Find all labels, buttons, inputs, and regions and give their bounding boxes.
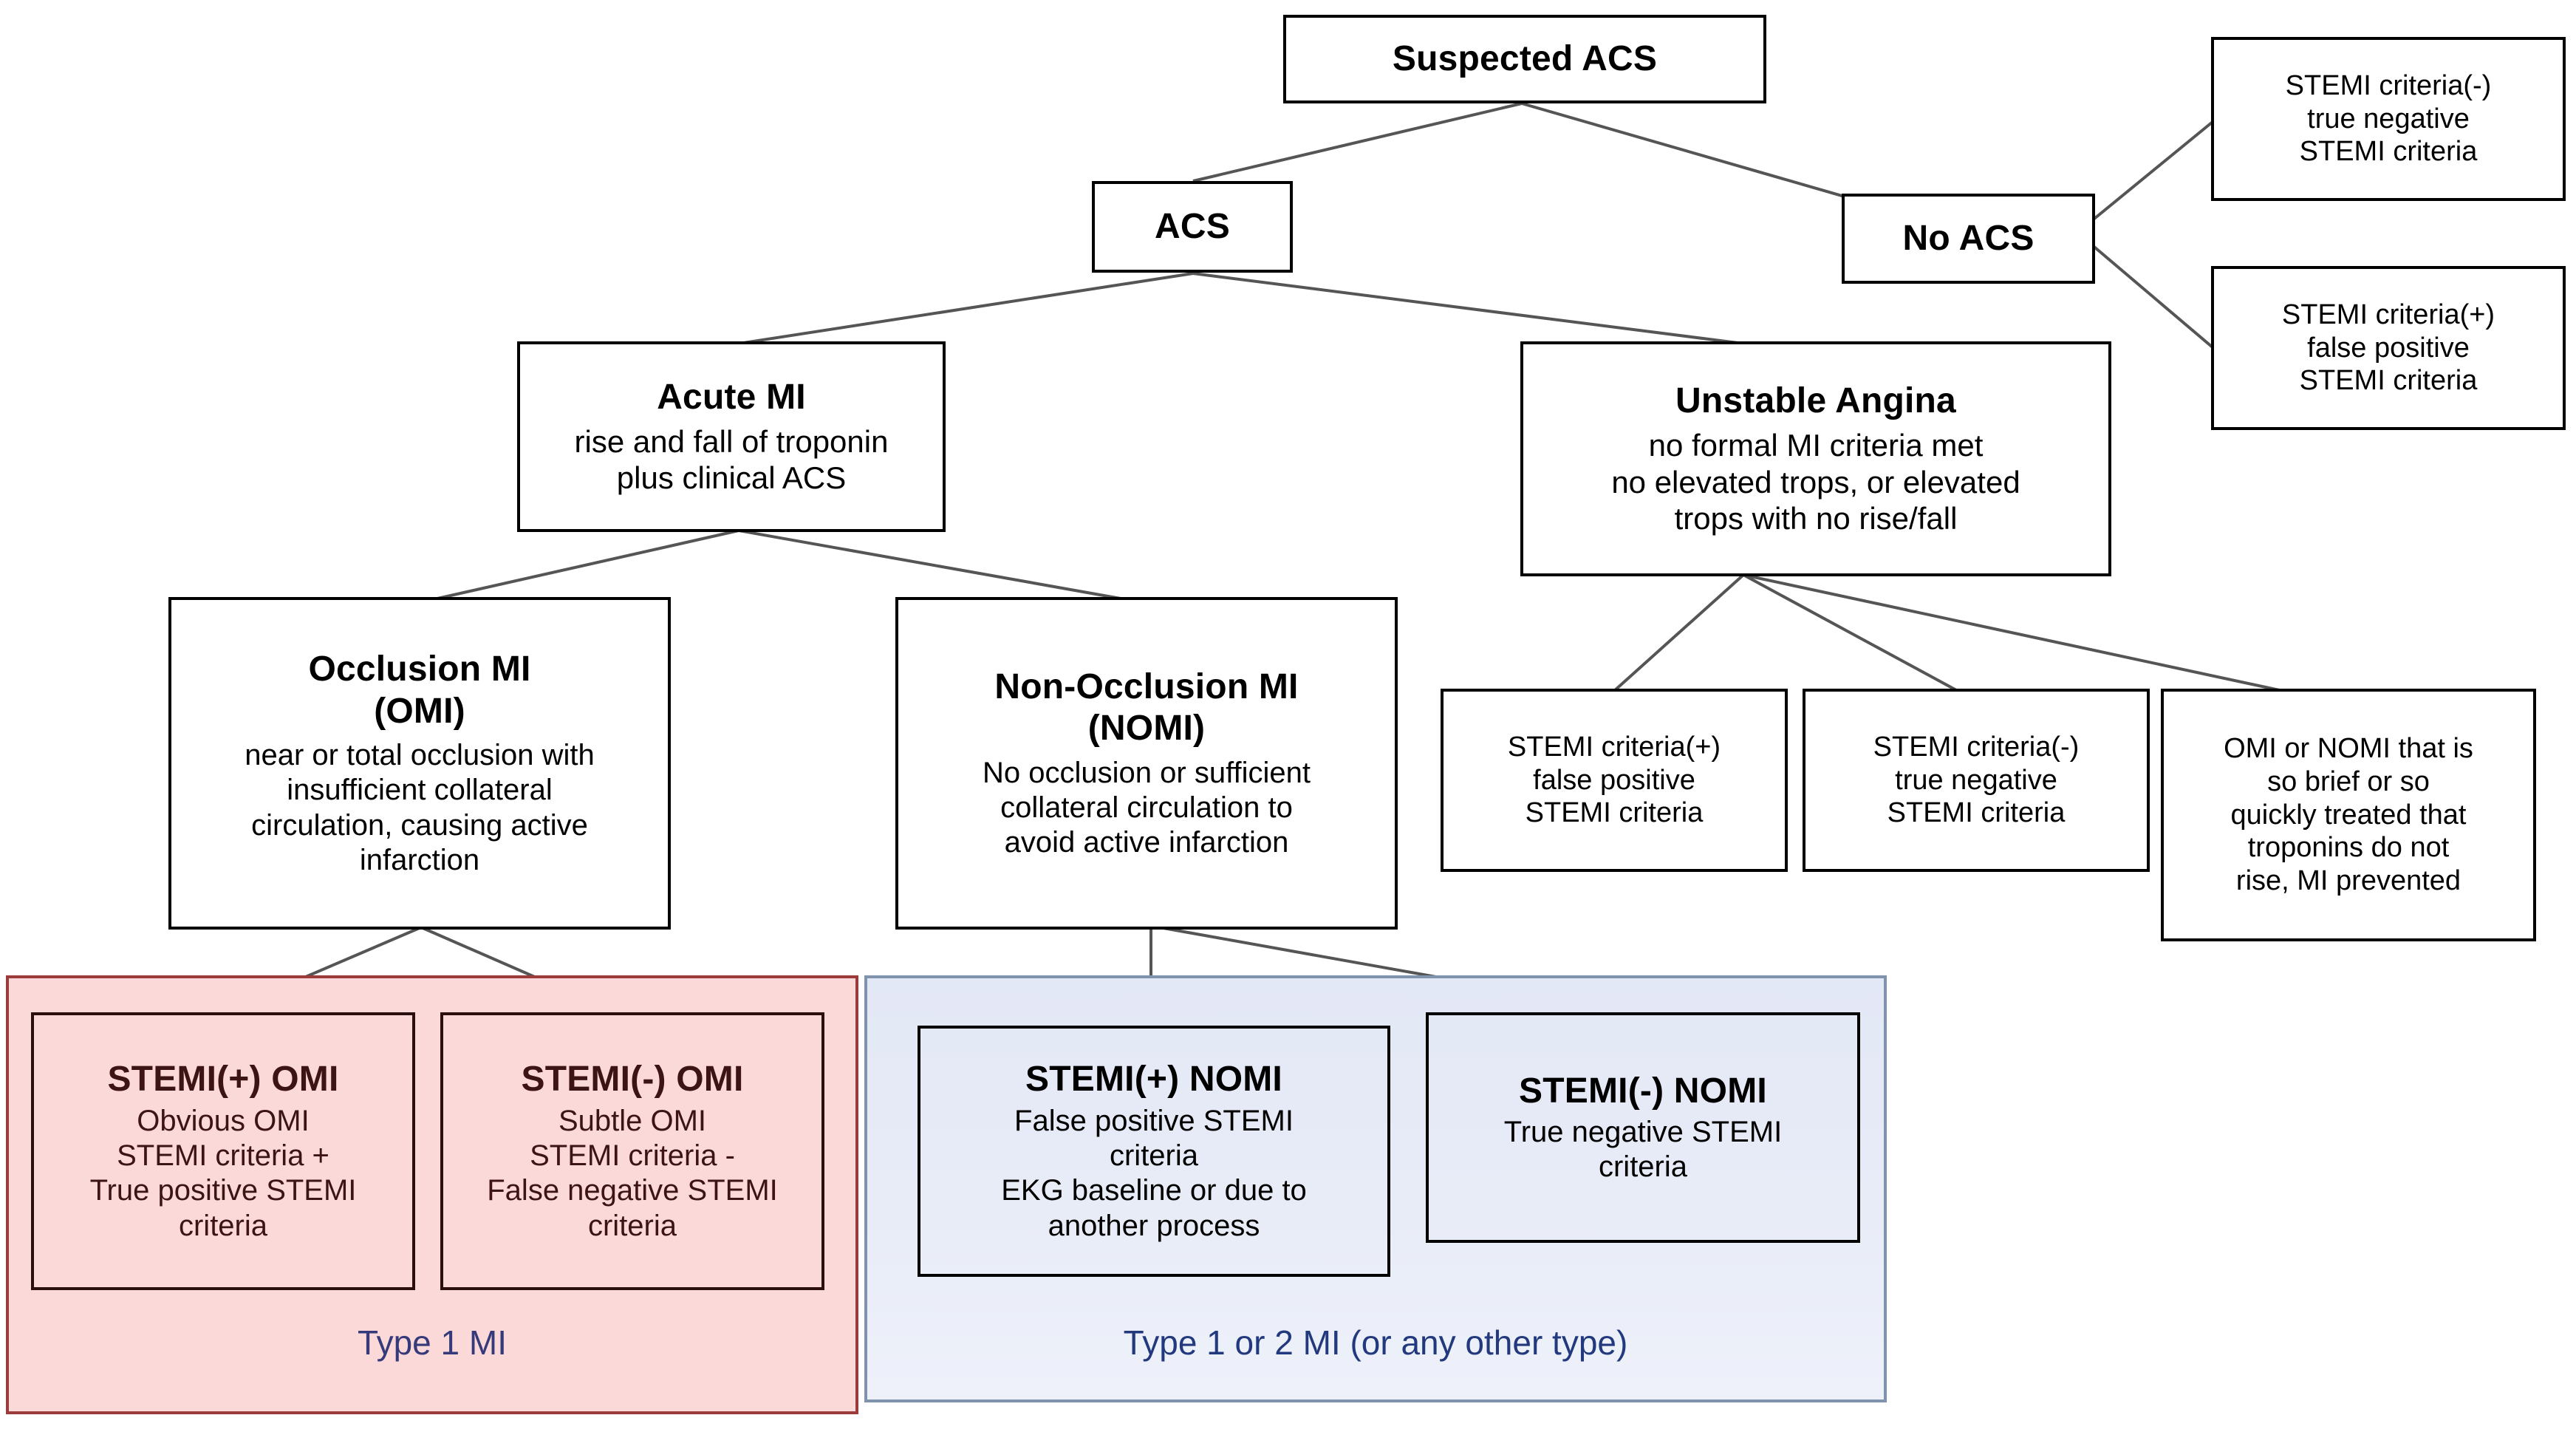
node-occlusion-mi-line-3: circulation, causing active [251,808,588,842]
node-ua-brief-omi-nomi-line-5: rise, MI prevented [2235,865,2461,897]
node-ua-brief-omi-nomi-line-4: troponins do not [2247,832,2450,864]
node-occlusion-mi-title-line-2: (OMI) [374,691,465,731]
node-ua-true-negative-line-1: STEMI criteria(-) [1873,731,2080,763]
node-ua-true-negative-line-2: true negative [1895,764,2057,796]
node-ua-true-negative[interactable]: STEMI criteria(-) true negative STEMI cr… [1803,689,2150,872]
node-ua-brief-omi-nomi-line-1: OMI or NOMI that is [2224,732,2473,764]
node-acute-mi[interactable]: Acute MI rise and fall of troponin plus … [517,341,946,532]
node-stemi-neg-omi-line-1: Subtle OMI [558,1104,707,1137]
node-ua-true-negative-line-3: STEMI criteria [1887,797,2066,829]
node-no-acs-true-negative-line-3: STEMI criteria [2299,136,2478,168]
node-ua-false-positive[interactable]: STEMI criteria(+) false positive STEMI c… [1441,689,1788,872]
node-no-acs-false-positive-line-1: STEMI criteria(+) [2281,299,2495,330]
node-ua-false-positive-line-3: STEMI criteria [1525,797,1704,829]
node-stemi-pos-nomi[interactable]: STEMI(+) NOMI False positive STEMI crite… [918,1026,1390,1277]
node-stemi-neg-omi-line-4: criteria [587,1209,677,1242]
node-stemi-neg-nomi-title: STEMI(-) NOMI [1519,1071,1767,1111]
panel-type-1-or-2-mi [864,975,1887,1402]
node-non-occlusion-mi-title-line-1: Non-Occlusion MI [994,666,1299,706]
node-stemi-pos-nomi-line-2: criteria [1109,1139,1199,1173]
node-stemi-pos-nomi-line-4: another process [1048,1209,1260,1242]
node-stemi-pos-omi-line-3: True positive STEMI [89,1174,357,1207]
node-no-acs-true-negative-line-2: true negative [2307,103,2470,134]
node-unstable-angina-line-3: trops with no rise/fall [1674,501,1958,536]
node-stemi-pos-omi[interactable]: STEMI(+) OMI Obvious OMI STEMI criteria … [31,1012,415,1290]
node-stemi-neg-nomi-line-2: criteria [1598,1150,1688,1184]
panel-type-1-mi [6,975,858,1414]
node-unstable-angina-title: Unstable Angina [1675,381,1956,421]
node-stemi-pos-omi-line-1: Obvious OMI [137,1104,310,1137]
panel-label-type-1-mi: Type 1 MI [358,1323,507,1362]
node-unstable-angina-line-2: no elevated trops, or elevated [1611,464,2020,500]
node-no-acs-false-positive-line-2: false positive [2307,332,2470,364]
node-no-acs-title: No ACS [1902,218,2035,258]
node-ua-brief-omi-nomi-line-3: quickly treated that [2230,799,2467,831]
node-stemi-pos-nomi-line-1: False positive STEMI [1014,1104,1294,1137]
node-acute-mi-title: Acute MI [657,378,806,417]
node-occlusion-mi-title-line-1: Occlusion MI [308,649,531,689]
node-stemi-neg-omi[interactable]: STEMI(-) OMI Subtle OMI STEMI criteria -… [440,1012,824,1290]
node-non-occlusion-mi-title-line-2: (NOMI) [1087,709,1206,749]
node-stemi-pos-omi-line-2: STEMI criteria + [117,1139,329,1173]
node-no-acs-false-positive[interactable]: STEMI criteria(+) false positive STEMI c… [2211,266,2566,430]
node-suspected-acs-title: Suspected ACS [1392,38,1658,78]
node-stemi-pos-omi-line-4: criteria [178,1209,268,1242]
node-no-acs-false-positive-line-3: STEMI criteria [2299,365,2478,397]
node-non-occlusion-mi-line-1: No occlusion or sufficient [983,756,1311,789]
node-stemi-neg-nomi[interactable]: STEMI(-) NOMI True negative STEMI criter… [1426,1012,1860,1243]
node-no-acs[interactable]: No ACS [1842,194,2095,284]
node-stemi-neg-nomi-line-1: True negative STEMI [1503,1116,1783,1149]
node-occlusion-mi-line-1: near or total occlusion with [245,739,595,772]
node-occlusion-mi[interactable]: Occlusion MI (OMI) near or total occlusi… [168,597,671,930]
node-occlusion-mi-line-4: infarction [359,843,480,876]
node-non-occlusion-mi-line-2: collateral circulation to [1000,791,1293,825]
node-acute-mi-line-2: plus clinical ACS [616,460,847,496]
node-non-occlusion-mi-line-3: avoid active infarction [1004,826,1289,859]
node-stemi-pos-nomi-line-3: EKG baseline or due to [1001,1174,1307,1207]
node-stemi-pos-omi-title: STEMI(+) OMI [107,1060,339,1099]
node-stemi-neg-omi-title: STEMI(-) OMI [521,1060,744,1099]
node-no-acs-true-negative-line-1: STEMI criteria(-) [2285,69,2492,101]
node-no-acs-true-negative[interactable]: STEMI criteria(-) true negative STEMI cr… [2211,37,2566,201]
node-ua-false-positive-line-1: STEMI criteria(+) [1507,731,1721,763]
node-stemi-neg-omi-line-3: False negative STEMI [487,1174,778,1207]
node-stemi-pos-nomi-title: STEMI(+) NOMI [1025,1060,1282,1099]
node-ua-brief-omi-nomi[interactable]: OMI or NOMI that is so brief or so quick… [2161,689,2536,941]
node-ua-brief-omi-nomi-line-2: so brief or so [2267,766,2430,797]
node-occlusion-mi-line-2: insufficient collateral [287,774,553,807]
node-acs-title: ACS [1155,206,1230,246]
node-non-occlusion-mi[interactable]: Non-Occlusion MI (NOMI) No occlusion or … [895,597,1398,930]
node-acs[interactable]: ACS [1092,181,1293,273]
node-stemi-neg-omi-line-2: STEMI criteria - [530,1139,735,1173]
node-unstable-angina-line-1: no formal MI criteria met [1648,427,1984,463]
node-suspected-acs[interactable]: Suspected ACS [1283,15,1766,103]
panel-label-type-1-or-2-mi: Type 1 or 2 MI (or any other type) [1123,1323,1628,1362]
node-ua-false-positive-line-2: false positive [1533,764,1695,796]
node-unstable-angina[interactable]: Unstable Angina no formal MI criteria me… [1520,341,2111,576]
node-acute-mi-line-1: rise and fall of troponin [574,423,889,459]
